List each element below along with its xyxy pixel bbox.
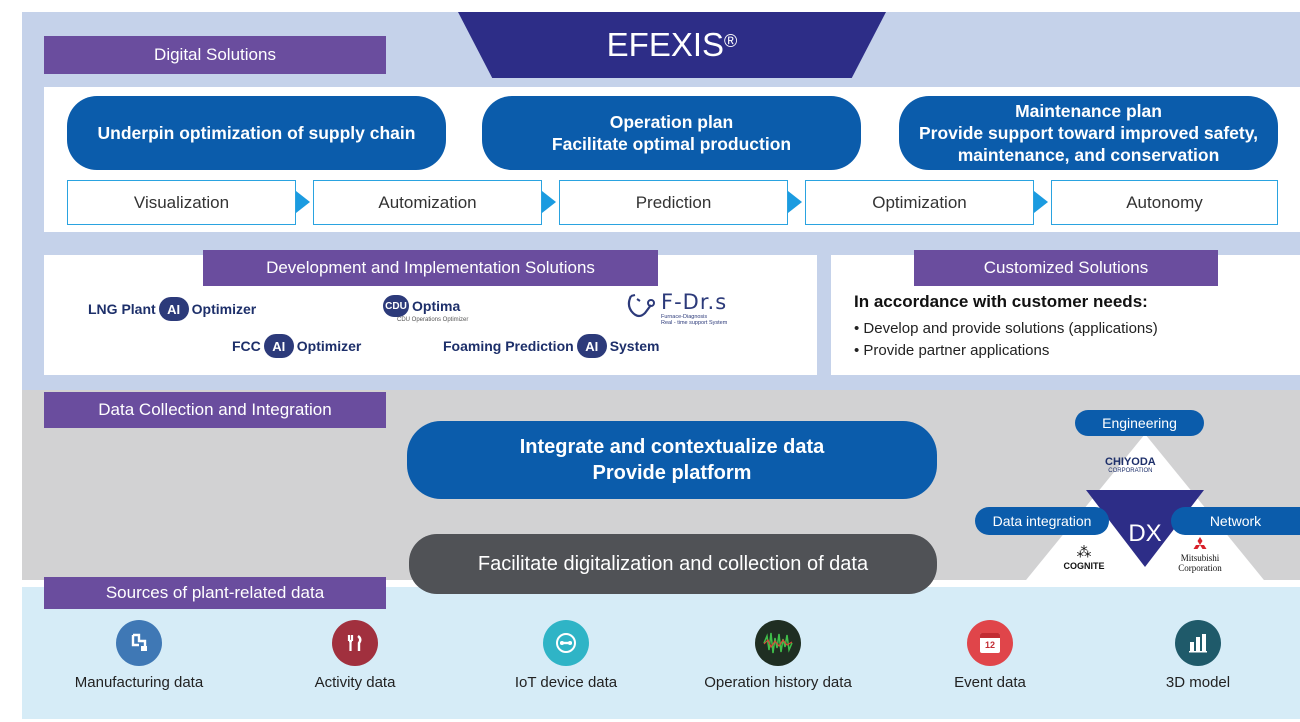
source-operation-history: Operation history data: [678, 620, 878, 691]
cdu-optima-logo: CDU Optima CDU Operations Optimizer: [383, 295, 468, 323]
calendar-number: 12: [984, 640, 995, 650]
step-prediction: Prediction: [559, 180, 788, 225]
mitsubishi-line1: Mitsubishi: [1180, 553, 1220, 563]
maintenance-plan-pill: Maintenance plan Provide support toward …: [899, 96, 1278, 170]
development-label: Development and Implementation Solutions: [203, 250, 658, 286]
customized-label: Customized Solutions: [914, 250, 1218, 286]
step-optimization: Optimization: [805, 180, 1034, 225]
f-drs-logo: F-Dr.s Furnace-Diagnosis Real - time sup…: [623, 290, 727, 326]
cognite-name: COGNITE: [1063, 561, 1105, 571]
bar-chart-icon: [1175, 620, 1221, 666]
flowchart-icon: [116, 620, 162, 666]
cdu-optima-name: Optima: [412, 298, 461, 314]
f-drs-sub2: Real - time support System: [661, 320, 728, 326]
logo-suffix: Optimizer: [296, 338, 362, 354]
source-iot: IoT device data: [466, 620, 666, 691]
f-drs-text: F-Dr.s Furnace-Diagnosis Real - time sup…: [661, 290, 727, 326]
supply-chain-pill: Underpin optimization of supply chain: [67, 96, 446, 170]
pill-line: Provide platform: [592, 462, 752, 484]
stethoscope-icon: [627, 294, 655, 318]
operation-plan-pill: Operation plan Facilitate optimal produc…: [482, 96, 861, 170]
data-collection-label: Data Collection and Integration: [44, 392, 386, 428]
pill-line: Integrate and contextualize data: [519, 436, 825, 458]
f-drs-name: F-Dr.s: [661, 290, 728, 314]
network-label: Network: [1171, 507, 1300, 535]
logo-prefix: FCC: [232, 338, 261, 354]
source-event: 12 Event data: [890, 620, 1090, 691]
source-label: 3D model: [1165, 674, 1231, 691]
chiyoda-sub: CORPORATION: [1108, 468, 1153, 474]
step-arrow-icon: [788, 191, 802, 213]
efexis-title: EFEXIS®: [458, 12, 886, 78]
step-arrow-icon: [1034, 191, 1048, 213]
source-label: Event data: [954, 674, 1026, 691]
step-arrow-icon: [296, 191, 310, 213]
customized-heading: In accordance with customer needs:: [854, 292, 1148, 311]
calendar-icon: 12: [967, 620, 1013, 666]
source-label: Activity data: [314, 674, 396, 691]
registered-mark: ®: [724, 30, 738, 51]
step-arrow-icon: [542, 191, 556, 213]
source-3d-model: 3D model: [1098, 620, 1298, 691]
pill-line: Maintenance plan: [1015, 101, 1162, 121]
dx-label: DX: [1128, 520, 1162, 547]
integrate-platform-pill: Integrate and contextualize data Provide…: [407, 421, 937, 499]
waveform-icon: [755, 620, 801, 666]
cognite-logo: ⁂ COGNITE: [1058, 543, 1110, 571]
pill-line: Provide support toward improved safety,: [918, 123, 1259, 143]
three-diamonds-icon: [1193, 537, 1207, 549]
engineering-label: Engineering: [1075, 410, 1204, 436]
source-label: Manufacturing data: [74, 674, 204, 691]
link-icon: [543, 620, 589, 666]
pill-line: Operation plan: [609, 112, 734, 132]
logo-prefix: LNG Plant: [88, 301, 156, 317]
step-automization: Automization: [313, 180, 542, 225]
dx-triangle-diagram: [1022, 434, 1268, 585]
logo-suffix: Optimizer: [191, 301, 257, 317]
pill-line: Facilitate optimal production: [551, 134, 792, 154]
digital-solutions-label: Digital Solutions: [44, 36, 386, 74]
title-text: EFEXIS: [606, 26, 725, 63]
data-integration-label: Data integration: [975, 507, 1109, 535]
cdu-optima-main: CDU Optima: [383, 295, 460, 317]
ai-brain-icon: AI: [158, 297, 189, 321]
chiyoda-logo: CHIYODA CORPORATION: [1105, 456, 1156, 474]
lng-plant-ai-optimizer-logo: LNG Plant AI Optimizer: [88, 297, 256, 321]
step-autonomy: Autonomy: [1051, 180, 1278, 225]
calendar-page: 12: [980, 633, 1000, 653]
source-manufacturing: Manufacturing data: [39, 620, 239, 691]
ai-brain-icon: AI: [263, 334, 294, 358]
mitsubishi-logo: Mitsubishi Corporation: [1170, 537, 1230, 573]
foaming-prediction-ai-system-logo: Foaming Prediction AI System: [443, 334, 660, 358]
triangle-center: [1086, 490, 1204, 567]
logo-suffix: System: [609, 338, 660, 354]
source-label: Operation history data: [704, 674, 852, 691]
cdu-optima-sub: CDU Operations Optimizer: [397, 317, 469, 323]
customized-bullet: • Provide partner applications: [854, 342, 1050, 359]
calendar-header: [980, 633, 1000, 638]
ai-brain-icon: AI: [576, 334, 607, 358]
source-activity: Activity data: [255, 620, 455, 691]
mitsubishi-line2: Corporation: [1178, 563, 1222, 573]
sources-band: [22, 587, 1300, 719]
pill-line: maintenance, and conservation: [957, 145, 1220, 165]
tools-icon: [332, 620, 378, 666]
f-drs-sub1: Furnace-Diagnosis: [661, 314, 708, 320]
source-label: IoT device data: [514, 674, 618, 691]
sources-label: Sources of plant-related data: [44, 577, 386, 609]
facilitate-digitalization-pill: Facilitate digitalization and collection…: [409, 534, 937, 594]
fcc-ai-optimizer-logo: FCC AI Optimizer: [232, 334, 361, 358]
cdu-badge: CDU: [383, 295, 409, 317]
pill-line: Underpin optimization of supply chain: [97, 123, 416, 143]
chiyoda-name: CHIYODA: [1105, 456, 1156, 468]
cognite-mark-icon: ⁂: [1076, 544, 1092, 561]
step-visualization: Visualization: [67, 180, 296, 225]
logo-prefix: Foaming Prediction: [443, 338, 574, 354]
customized-bullet: • Develop and provide solutions (applica…: [854, 320, 1158, 337]
